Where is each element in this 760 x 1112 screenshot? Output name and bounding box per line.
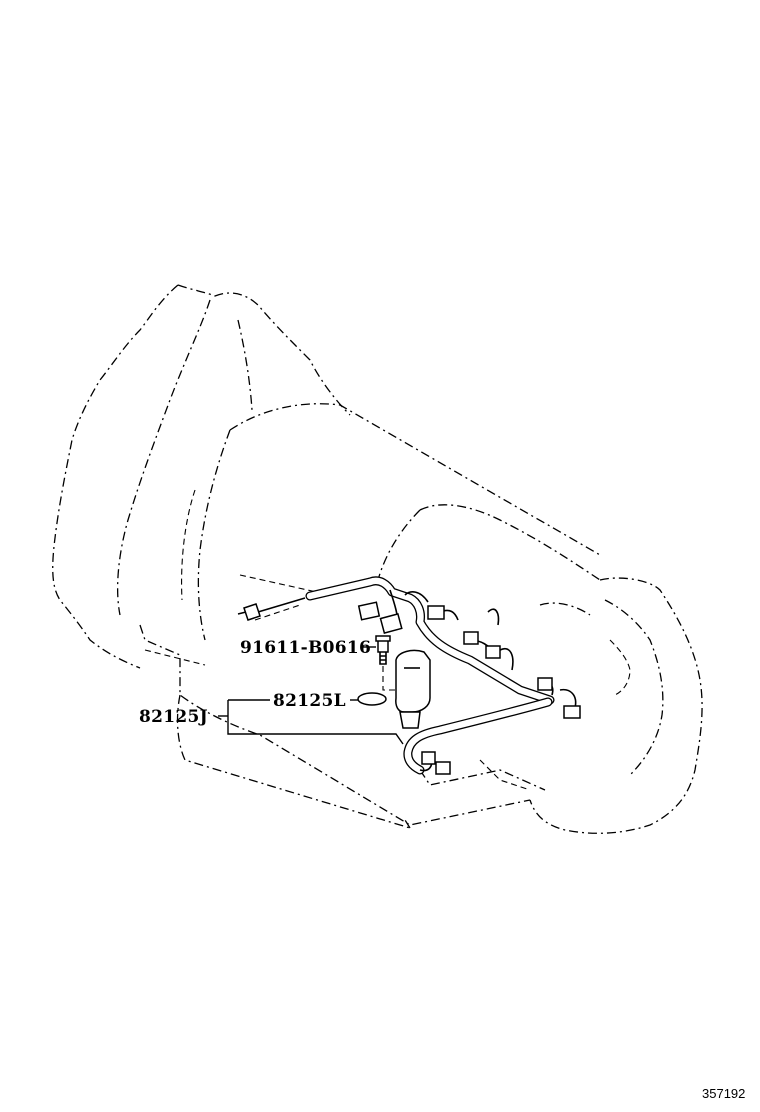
- connector-b: [379, 612, 403, 634]
- connector-d: [463, 631, 479, 645]
- o-ring-82125l: [357, 692, 387, 706]
- connector-c: [427, 605, 445, 620]
- transmission-housing-outline: [52, 284, 703, 834]
- connector-a: [357, 601, 381, 621]
- illustration-code: 357192: [702, 1086, 745, 1101]
- wire-harness-82125j: [237, 576, 581, 775]
- callout-o-ring-label: 82125L: [273, 691, 346, 711]
- callout-bolt-label: 91611-B0616: [240, 638, 371, 658]
- connector-e: [485, 645, 501, 659]
- connector-f: [537, 677, 553, 691]
- connector-h: [421, 751, 436, 765]
- connector-i: [435, 761, 451, 775]
- connector-g: [563, 705, 581, 719]
- callout-leaders: [218, 646, 404, 745]
- harness-lead-wire: [257, 597, 306, 613]
- callout-harness-label: 82125J: [139, 707, 208, 727]
- left-terminal-connector: [243, 603, 261, 621]
- harness-main-connector: [395, 649, 431, 713]
- bolt-91611-b0616: [375, 635, 396, 691]
